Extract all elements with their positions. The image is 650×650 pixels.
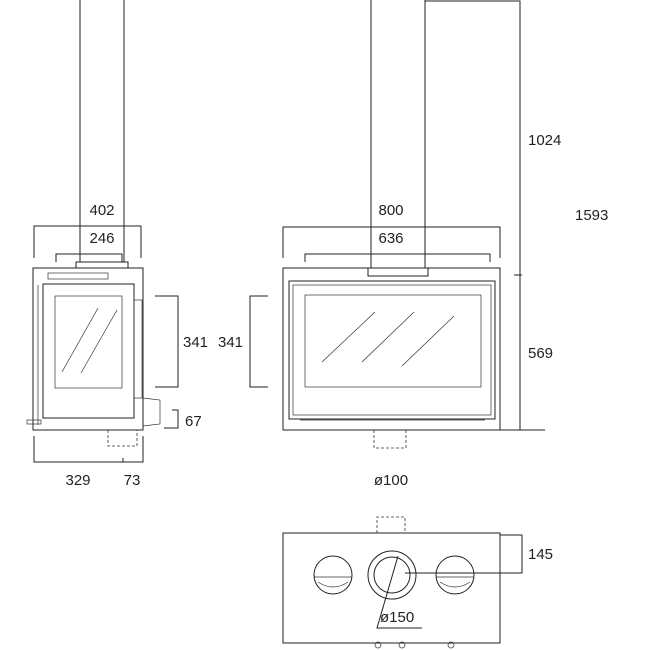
dim-800-label: 800: [378, 202, 403, 219]
dim-145-label: 145: [528, 546, 553, 563]
dim-341-front-bracket: [249, 295, 268, 388]
side-top-plate: [47, 272, 109, 280]
top-body: [282, 532, 501, 644]
dim-246-bracket: [55, 253, 123, 262]
dim-67-label: 67: [185, 413, 202, 430]
dim-150-label: ø150: [380, 609, 414, 626]
dim-800-bracket: [282, 226, 501, 258]
side-body: [32, 267, 144, 431]
dim-341-side-label: 341: [183, 334, 208, 351]
dim-150-leader: [376, 555, 422, 629]
dim-1593-label: 1593: [575, 207, 608, 224]
dim-height-bracket: [425, 0, 545, 431]
dim-402-label: 402: [89, 202, 114, 219]
side-view: 402 246 341 67 329 73: [26, 0, 208, 489]
dim-569-label: 569: [528, 345, 553, 362]
dim-depth-bracket: [33, 436, 144, 463]
dim-1024-label: 1024: [528, 132, 561, 149]
glass-reflection: [401, 315, 455, 367]
glass-reflection: [61, 307, 99, 373]
front-body: [282, 267, 501, 431]
front-glass: [304, 294, 482, 388]
dim-67-bracket: [164, 409, 179, 429]
top-view: 145 ø150: [282, 516, 553, 649]
top-right-air-inlet: [435, 555, 475, 595]
front-door: [288, 280, 496, 420]
side-air-box: [142, 397, 161, 427]
front-door-frame: [292, 284, 492, 416]
dim-329-label: 329: [65, 472, 90, 489]
top-center-flue-outlet: [367, 550, 417, 600]
side-door: [42, 283, 135, 419]
top-foot: [398, 641, 406, 649]
side-flue-collar: [75, 261, 129, 269]
dim-246-label: 246: [89, 230, 114, 247]
side-glass: [54, 295, 123, 389]
dim-402-bracket: [33, 225, 142, 258]
dim-341-side-bracket: [155, 295, 179, 388]
side-flue-dashed: [107, 430, 138, 447]
top-left-air-inlet: [313, 555, 353, 595]
glass-reflection: [361, 311, 415, 363]
dim-flue-diameter-label: ø100: [374, 472, 408, 489]
dim-341-front-label: 341: [218, 334, 243, 351]
dim-73-label: 73: [124, 472, 141, 489]
dim-636-bracket: [304, 253, 491, 262]
front-view: 800 636 341 1024 1593 569 ø100: [218, 0, 608, 489]
side-panel: [133, 299, 143, 399]
dim-145-bracket: [405, 534, 523, 574]
glass-reflection: [321, 311, 376, 363]
top-foot: [374, 641, 382, 649]
top-foot: [447, 641, 455, 649]
dim-636-label: 636: [378, 230, 403, 247]
glass-reflection: [80, 309, 118, 374]
front-flue-dashed: [373, 430, 407, 449]
top-flue-dashed: [376, 516, 406, 533]
side-handle: [26, 419, 42, 425]
front-flue-collar: [367, 267, 429, 277]
